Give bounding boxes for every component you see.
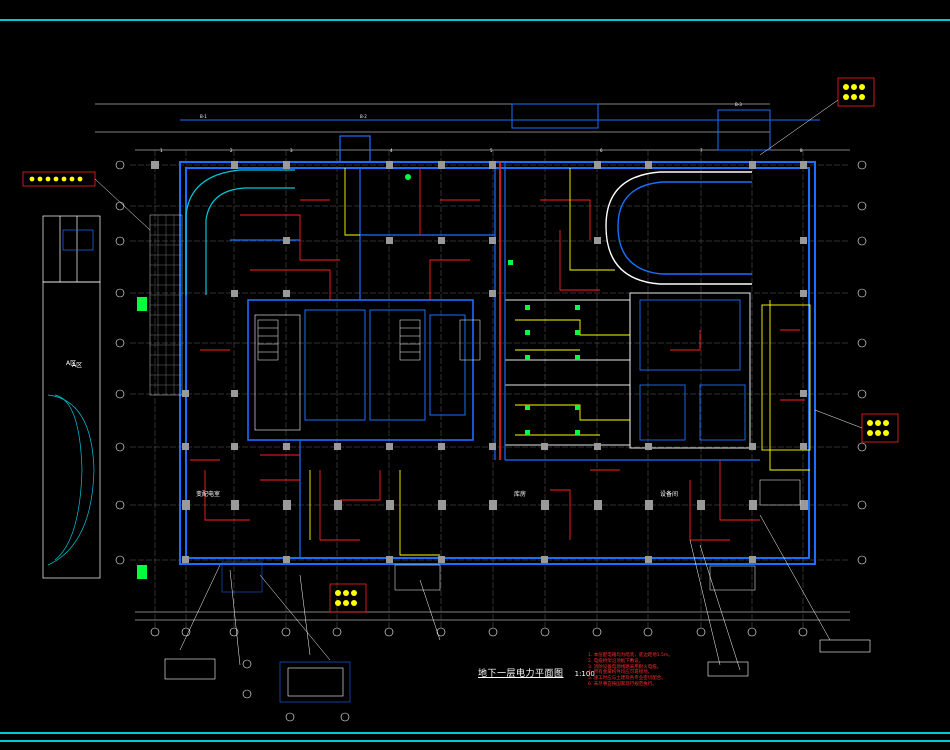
note-line: 4. 所有金属构件均应可靠接地。 (588, 670, 653, 676)
grid-bubbles (115, 160, 867, 637)
svg-text:5: 5 (490, 148, 493, 153)
left-plan-label: A区 (72, 362, 82, 369)
note-line: 5. 施工时应与土建及各专业密切配合。 (588, 676, 666, 682)
note-line: 2. 电缆桥架沿顶板下敷设。 (588, 658, 644, 664)
svg-text:2: 2 (230, 148, 233, 153)
annotation-texts: B-1 B-2 B-3 1 2 3 4 5 6 7 8 (160, 102, 803, 153)
top-dimension-lines (95, 103, 850, 151)
room-label-4: 设备间 (660, 491, 679, 498)
svg-text:7: 7 (700, 148, 703, 153)
design-notes: 1. 本层配电箱均为暗装，底边距地1.5m。 2. 电缆桥架沿顶板下敷设。 3.… (588, 653, 738, 688)
drawing-title: 地下一层电力平面图 (478, 669, 564, 679)
left-partial-plan (42, 215, 101, 579)
room-label-3: 库房 (514, 491, 527, 498)
bottom-details (164, 639, 871, 722)
panel-callouts (22, 77, 899, 613)
ramp-left (185, 169, 295, 295)
note-line: 3. 消防设备电源线路采用耐火电缆。 (588, 664, 662, 670)
room-label-1: 变配电室 (196, 491, 221, 498)
building-walls (179, 103, 820, 565)
svg-text:B-2: B-2 (360, 114, 367, 119)
red-circuits (190, 168, 805, 541)
room-label-2: A区 (66, 360, 77, 367)
yellow-circuits (309, 168, 810, 556)
green-devices (137, 174, 580, 579)
svg-text:B-1: B-1 (200, 114, 207, 119)
drawing-title-block: 地下一层电力平面图 1:100 (478, 661, 595, 680)
partitions (230, 162, 760, 558)
svg-text:3: 3 (290, 148, 293, 153)
svg-text:4: 4 (390, 148, 393, 153)
drawing-frame (0, 19, 950, 742)
drawing-scale: 1:100 (574, 670, 595, 678)
svg-text:B-3: B-3 (735, 102, 742, 107)
svg-text:8: 8 (800, 148, 803, 153)
right-equipment-rooms (504, 292, 811, 451)
note-line: 6. 未尽事宜按国家现行规范执行。 (588, 681, 657, 687)
svg-text:1: 1 (160, 148, 163, 153)
stair-details (221, 319, 801, 593)
leader-lines (94, 99, 863, 671)
svg-text:6: 6 (600, 148, 603, 153)
note-line: 1. 本层配电箱均为暗装，底边距地1.5m。 (588, 653, 673, 658)
central-core (247, 299, 474, 441)
bottom-dimension-lines (135, 611, 850, 621)
grating-zone (149, 214, 183, 396)
columns (151, 161, 808, 563)
ramp-right (605, 171, 752, 285)
